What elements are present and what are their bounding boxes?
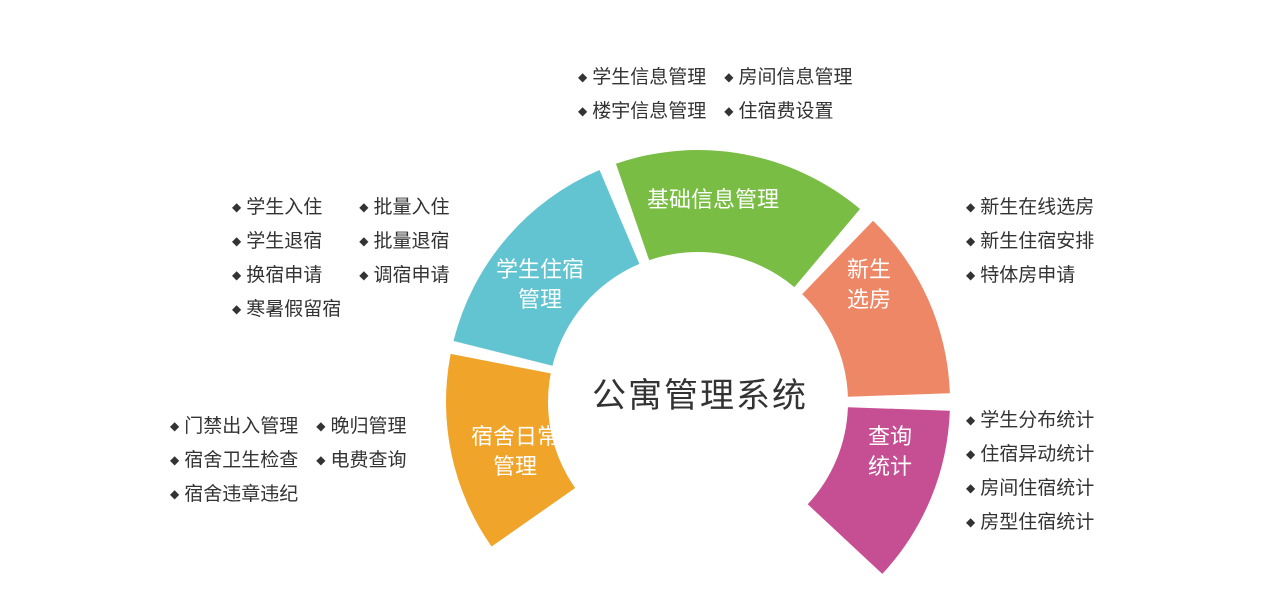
list-item: 门禁出入管理 [170,410,298,444]
list-item: 学生退宿 [232,225,341,259]
list-item: 学生分布统计 [966,404,1094,438]
list-basic-info: 学生信息管理 房间信息管理 楼宇信息管理 住宿费设置 [578,61,852,129]
segment-basic-info [615,150,860,288]
segment-label-line1: 学生住宿 [495,258,584,283]
list-item: 房间信息管理 [724,61,852,95]
segment-label-line1: 基础信息管理 [646,188,779,213]
list-item: 楼宇信息管理 [578,95,706,129]
list-item: 学生信息管理 [578,61,706,95]
list-dorm-daily: 门禁出入管理 晚归管理 宿舍卫生检查 电费查询 宿舍违章违纪 [170,410,406,512]
list-item: 换宿申请 [232,259,341,293]
segment-label-line2: 管理 [517,288,562,313]
segment-label-line2: 管理 [492,455,537,480]
segment-label-query-stats: 查询 统计 [845,423,935,483]
list-item: 批量退宿 [359,225,449,259]
list-item: 房间住宿统计 [966,472,1094,506]
list-item: 特体房申请 [966,259,1094,293]
list-item: 学生入住 [232,191,341,225]
list-item: 寒暑假留宿 [232,293,341,327]
segment-label-basic-info: 基础信息管理 [625,186,801,216]
list-student-housing: 学生入住 批量入住 学生退宿 批量退宿 换宿申请 调宿申请 寒暑假留宿 [232,191,449,327]
segment-label-student-housing: 学生住宿 管理 [472,256,608,316]
segment-new-student [802,220,950,397]
segment-label-line1: 宿舍日常 [470,425,559,450]
list-item: 宿舍违章违纪 [170,478,298,512]
list-item: 晚归管理 [316,410,406,444]
segment-student-housing [453,170,640,366]
list-new-student: 新生在线选房 新生住宿安排 特体房申请 [966,191,1094,293]
segment-dorm-daily [446,353,576,547]
segment-label-line1: 查询 [867,425,912,450]
list-item: 批量入住 [359,191,449,225]
segment-label-new-student: 新生 选房 [824,256,914,316]
list-item: 新生在线选房 [966,191,1094,225]
center-title: 公寓管理系统 [592,376,808,416]
list-item: 新生住宿安排 [966,225,1094,259]
list-item: 住宿费设置 [724,95,852,129]
list-item: 宿舍卫生检查 [170,444,298,478]
list-item: 住宿异动统计 [966,438,1094,472]
list-item: 电费查询 [316,444,406,478]
segment-label-line1: 新生 [846,258,891,283]
segment-label-dorm-daily: 宿舍日常 管理 [452,423,578,483]
list-item: 调宿申请 [359,259,449,293]
segment-label-line2: 选房 [846,288,891,313]
segment-query-stats [807,407,950,574]
list-item: 房型住宿统计 [966,506,1094,540]
segment-label-line2: 统计 [867,455,912,480]
list-query-stats: 学生分布统计 住宿异动统计 房间住宿统计 房型住宿统计 [966,404,1094,540]
